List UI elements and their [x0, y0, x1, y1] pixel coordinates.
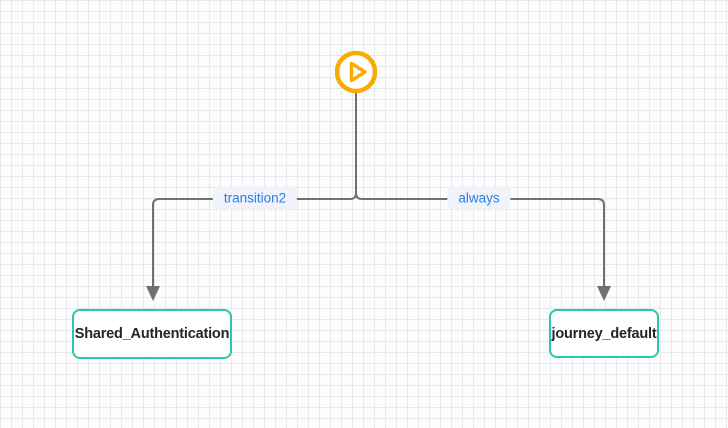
node-journey-default[interactable]: journey_default	[549, 309, 659, 358]
edge-label-always[interactable]: always	[447, 186, 511, 210]
play-icon	[334, 50, 378, 94]
node-shared-authentication-label: Shared_Authentication	[74, 326, 230, 342]
node-journey-default-label: journey_default	[551, 325, 657, 342]
start-node[interactable]	[333, 49, 379, 95]
node-shared-authentication[interactable]: Shared_Authentication	[72, 309, 232, 359]
edge-label-transition2[interactable]: transition2	[212, 186, 298, 210]
